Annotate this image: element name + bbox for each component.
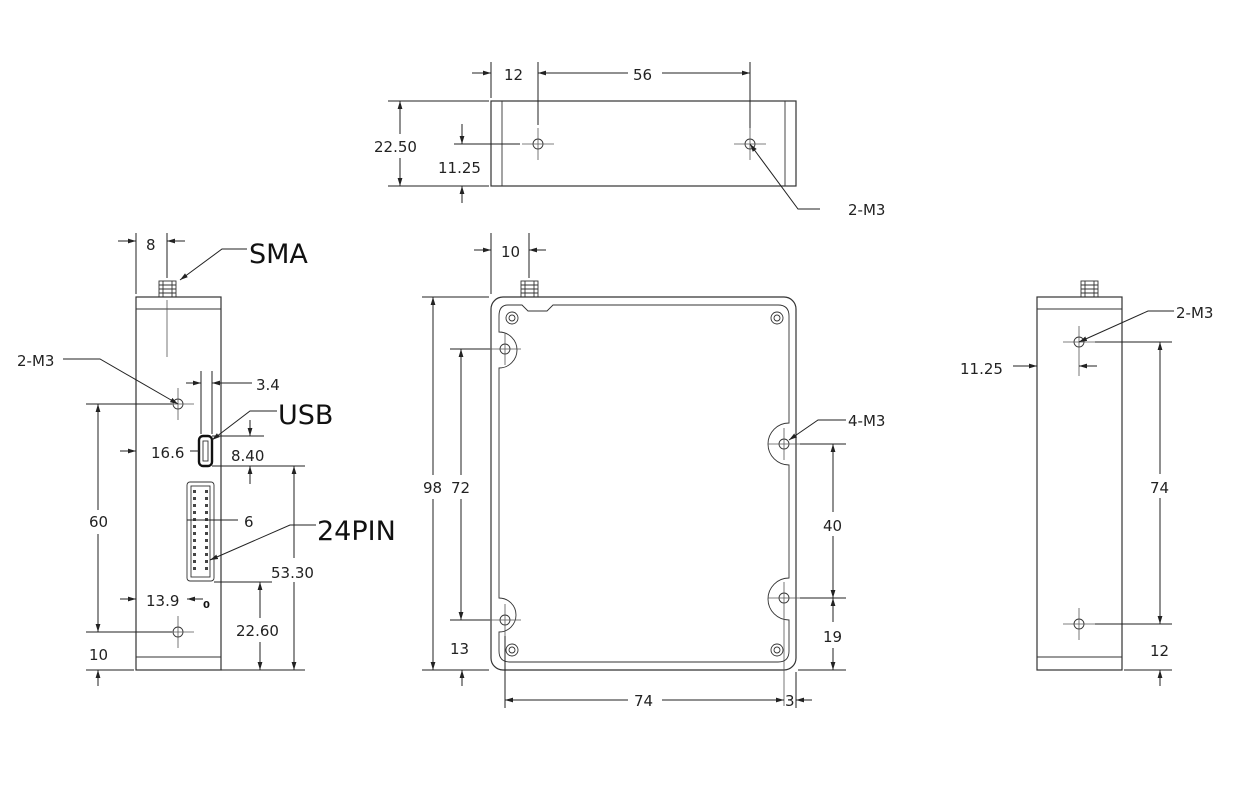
left-dim-22-60: 22.60 (236, 622, 279, 640)
top-dim-12: 12 (504, 66, 523, 84)
corner-screw-tr (770, 311, 784, 325)
24pin-label: 24PIN (317, 516, 396, 547)
front-inner-outline (498, 304, 790, 663)
left-callout-2m3: 2-M3 (17, 352, 54, 370)
right-dim-12: 12 (1150, 642, 1169, 660)
top-dim-22-50: 22.50 (374, 138, 417, 156)
left-dim-60: 60 (89, 513, 108, 531)
left-dim-0: 0 (203, 600, 210, 611)
right-dim-11-25: 11.25 (960, 360, 1003, 378)
top-view: 12 56 22.50 11.25 2-M3 (374, 62, 885, 219)
front-dim-98: 98 (423, 479, 442, 497)
right-callout-2m3: 2-M3 (1176, 304, 1213, 322)
mount-hole-right-lower (768, 582, 800, 706)
right-dim-74: 74 (1150, 479, 1169, 497)
left-dim-3-4: 3.4 (256, 376, 280, 394)
top-dim-56: 56 (633, 66, 652, 84)
sma-connector (158, 280, 177, 298)
mount-hole-right-upper (768, 428, 800, 460)
front-sma-connector (520, 280, 539, 298)
left-dim-53-30: 53.30 (271, 564, 314, 582)
front-dim-19: 19 (823, 628, 842, 646)
corner-screw-bl (505, 643, 519, 657)
front-dim-72: 72 (451, 479, 470, 497)
right-view-body (1036, 296, 1123, 671)
sma-label: SMA (249, 239, 308, 270)
corner-screw-tl (505, 311, 519, 325)
front-dim-74: 74 (634, 692, 653, 710)
top-dim-11-25: 11.25 (438, 159, 481, 177)
front-callout-4m3: 4-M3 (848, 412, 885, 430)
mount-hole-left-upper (489, 333, 521, 365)
left-view: 8 SMA 2-M3 3.4 USB 8.40 16 (17, 233, 396, 686)
top-hole-left (522, 128, 554, 160)
right-view: 2-M3 11.25 74 12 (960, 280, 1213, 686)
left-dim-10: 10 (89, 646, 108, 664)
right-hole-upper (1063, 326, 1095, 376)
left-dim-8: 8 (146, 236, 156, 254)
left-dim-13-9: 13.9 (146, 592, 179, 610)
front-dim-3: 3 (785, 692, 795, 710)
right-sma-connector (1080, 280, 1099, 298)
front-dim-10: 10 (501, 243, 520, 261)
left-dim-16-6: 16.6 (151, 444, 184, 462)
top-callout-2m3: 2-M3 (848, 201, 885, 219)
front-dim-40: 40 (823, 517, 842, 535)
left-view-body (135, 296, 222, 671)
right-hole-lower (1063, 608, 1095, 640)
corner-screw-br (770, 643, 784, 657)
24pin-header (186, 481, 215, 582)
front-view-body (490, 296, 797, 671)
left-dim-8-40: 8.40 (231, 447, 264, 465)
usb-label: USB (278, 400, 333, 431)
usb-port (197, 434, 214, 468)
mount-hole-left-lower (489, 604, 521, 636)
front-dim-13: 13 (450, 640, 469, 658)
left-dim-6: 6 (244, 513, 254, 531)
front-view: 10 98 72 13 4-M3 40 19 74 (422, 233, 885, 710)
